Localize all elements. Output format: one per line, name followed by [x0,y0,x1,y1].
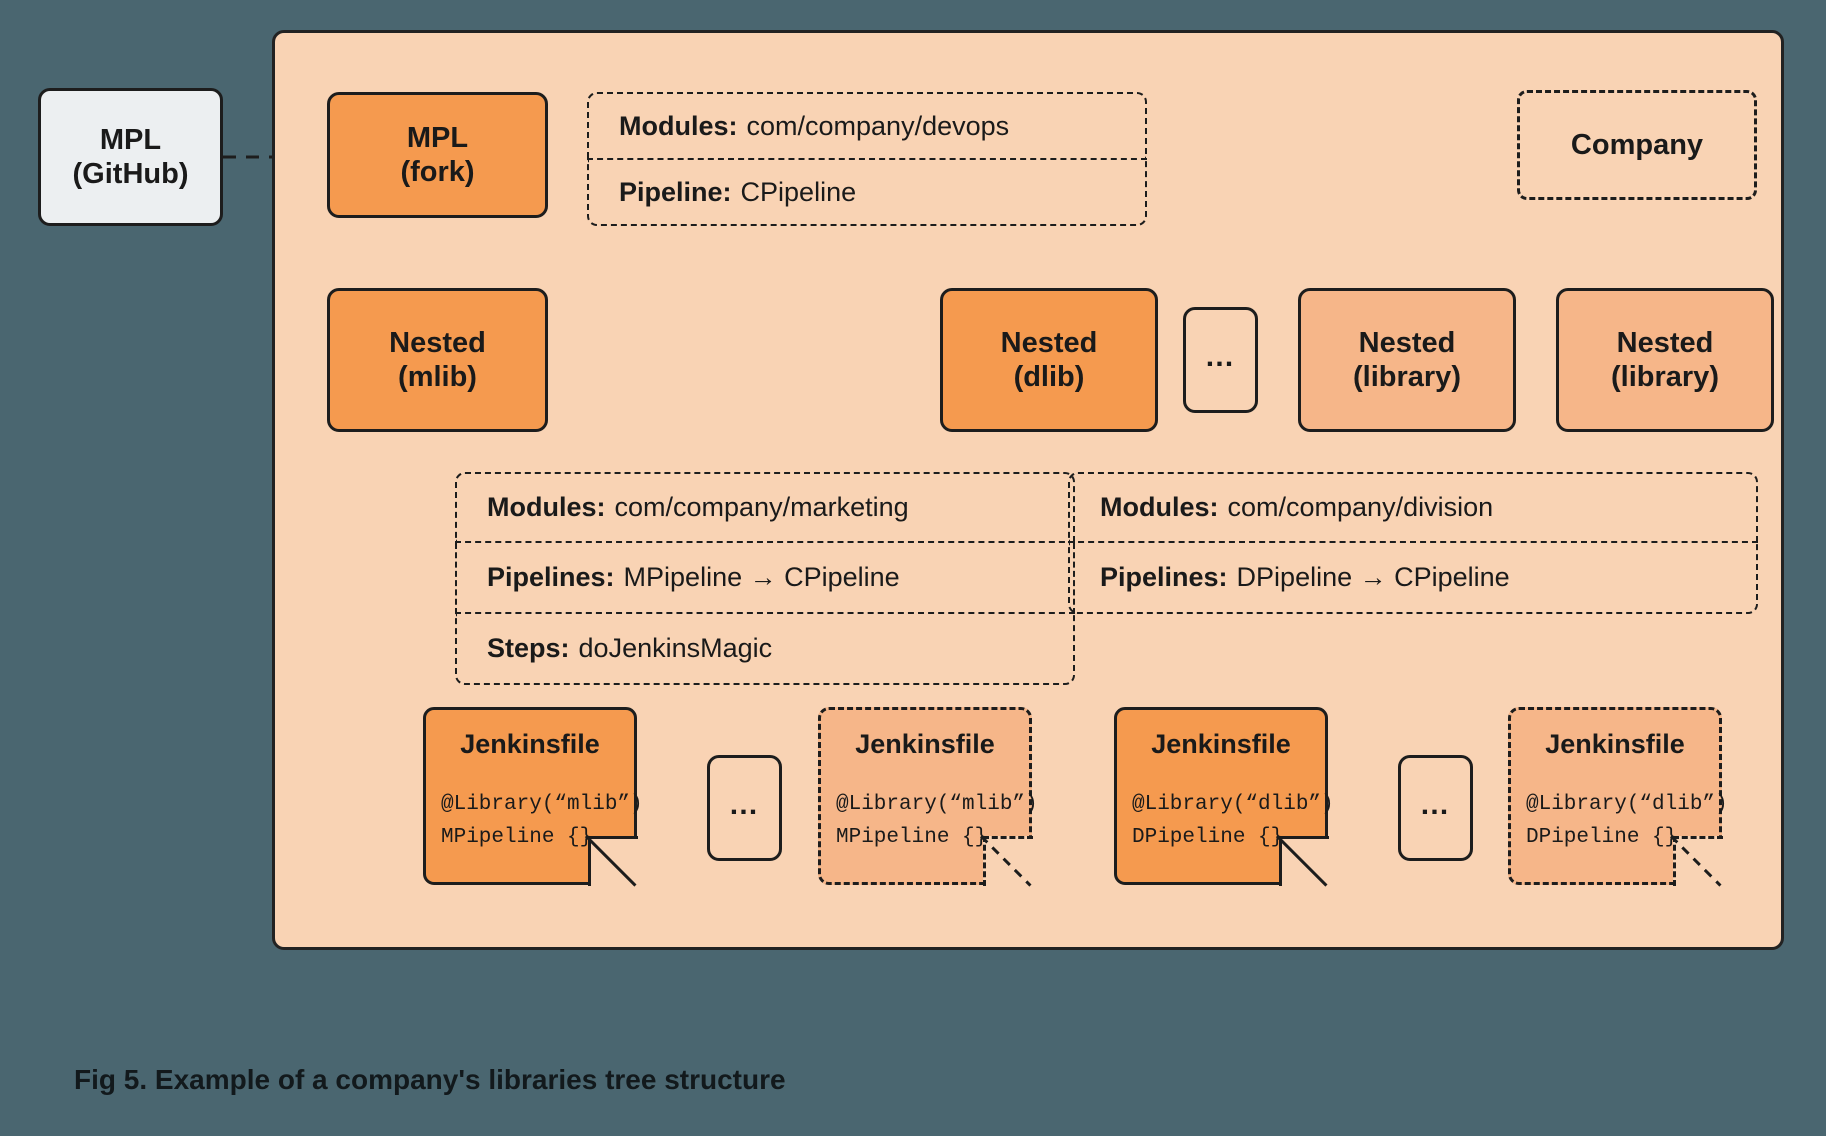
jenkinsfile-code: @Library(“dlib”) DPipeline {} [1132,789,1334,854]
page-fold-icon [1673,836,1723,886]
info-row-pipelines: Pipelines: MPipeline → CPipeline [455,543,1075,614]
jenkinsfile-title: Jenkinsfile [1151,729,1291,759]
info-key: Modules: [1100,492,1219,522]
node-nested-library-2-line1: Nested [1616,326,1714,359]
code-line-1: @Library(“dlib”) [1526,793,1728,816]
info-value: CPipeline [740,176,857,207]
code-line-2: MPipeline {} [836,825,988,849]
info-key: Pipeline: [619,176,732,207]
jenkinsfile-code: @Library(“mlib”) MPipeline {} [836,789,1038,854]
figure-caption: Fig 5. Example of a company's libraries … [74,1064,786,1095]
info-key: Modules: [619,110,738,141]
info-row-pipelines: Pipelines: DPipeline → CPipeline [1068,543,1758,614]
info-value: com/company/division [1227,492,1494,522]
info-group-mlib: Modules: com/company/marketing Pipelines… [455,472,1075,685]
code-line-1: @Library(“mlib”) [441,793,643,816]
node-nested-dlib[interactable]: Nested (dlib) [940,288,1158,432]
info-row-modules: Modules: com/company/devops [587,92,1147,160]
node-mpl-github-line2: (GitHub) [72,158,189,190]
jenkinsfile-title: Jenkinsfile [460,729,600,759]
jenkinsfile-card-dlib-dashed[interactable]: Jenkinsfile @Library(“dlib”) DPipeline {… [1508,707,1728,886]
node-nested-library-1-line2: (library) [1353,361,1461,393]
info-key: Pipelines: [487,562,615,592]
info-value: MPipeline → CPipeline [623,562,900,592]
info-group-dlib: Modules: com/company/division Pipelines:… [1068,472,1758,614]
code-line-2: DPipeline {} [1526,825,1678,849]
code-line-1: @Library(“mlib”) [836,793,1038,816]
code-line-2: DPipeline {} [1132,825,1284,849]
card-surface [818,707,1032,885]
node-ellipsis-jenkinsfile-left: … [707,755,782,861]
info-key: Modules: [487,492,606,522]
page-fold-icon [588,836,638,886]
info-row-steps: Steps: doJenkinsMagic [455,614,1075,685]
info-key: Pipelines: [1100,562,1228,592]
node-ellipsis-nested-label: … [1204,340,1237,374]
node-nested-library-1[interactable]: Nested (library) [1298,288,1516,432]
jenkinsfile-code: @Library(“dlib”) DPipeline {} [1526,789,1728,854]
node-nested-library-2-line2: (library) [1611,361,1719,393]
node-mpl-fork-line2: (fork) [400,156,475,188]
code-line-1: @Library(“dlib”) [1132,793,1334,816]
node-mpl-fork[interactable]: MPL (fork) [327,92,548,218]
jenkinsfile-card-mlib-dashed[interactable]: Jenkinsfile @Library(“mlib”) MPipeline {… [818,707,1038,886]
company-tag-label: Company [1570,128,1704,161]
jenkinsfile-card-mlib-solid[interactable]: Jenkinsfile @Library(“mlib”) MPipeline {… [423,707,643,886]
code-line-2: MPipeline {} [441,825,593,849]
info-value: doJenkinsMagic [578,633,773,663]
node-mpl-github-line1: MPL [99,123,162,156]
info-key: Steps: [487,633,570,663]
info-value: com/company/devops [746,110,1010,141]
node-nested-library-1-line1: Nested [1358,326,1456,359]
jenkinsfile-title: Jenkinsfile [855,729,995,759]
node-nested-dlib-line1: Nested [1000,326,1098,359]
node-mpl-github[interactable]: MPL (GitHub) [38,88,223,226]
node-mpl-fork-line1: MPL [406,121,469,154]
jenkinsfile-title: Jenkinsfile [1545,729,1685,759]
info-row-modules: Modules: com/company/marketing [455,472,1075,543]
node-nested-dlib-line2: (dlib) [1013,361,1085,393]
node-ellipsis-nested: … [1183,307,1258,413]
node-ellipsis-jenkinsfile-right: … [1398,755,1473,861]
node-nested-mlib-line2: (mlib) [398,361,477,393]
ellipsis-label: … [728,788,761,822]
info-row-modules: Modules: com/company/division [1068,472,1758,543]
page-fold-icon [1279,836,1329,886]
node-nested-mlib[interactable]: Nested (mlib) [327,288,548,432]
company-tag: Company [1517,90,1757,200]
info-value: DPipeline → CPipeline [1236,562,1510,592]
info-group-mpl-fork: Modules: com/company/devops Pipeline: CP… [587,92,1147,226]
node-nested-library-2[interactable]: Nested (library) [1556,288,1774,432]
info-row-pipeline: Pipeline: CPipeline [587,160,1147,226]
jenkinsfile-code: @Library(“mlib”) MPipeline {} [441,789,643,854]
info-value: com/company/marketing [614,492,909,522]
ellipsis-label: … [1419,788,1452,822]
node-nested-mlib-line1: Nested [389,326,486,359]
jenkinsfile-card-dlib-solid[interactable]: Jenkinsfile @Library(“dlib”) DPipeline {… [1114,707,1334,886]
page-fold-icon [983,836,1033,886]
